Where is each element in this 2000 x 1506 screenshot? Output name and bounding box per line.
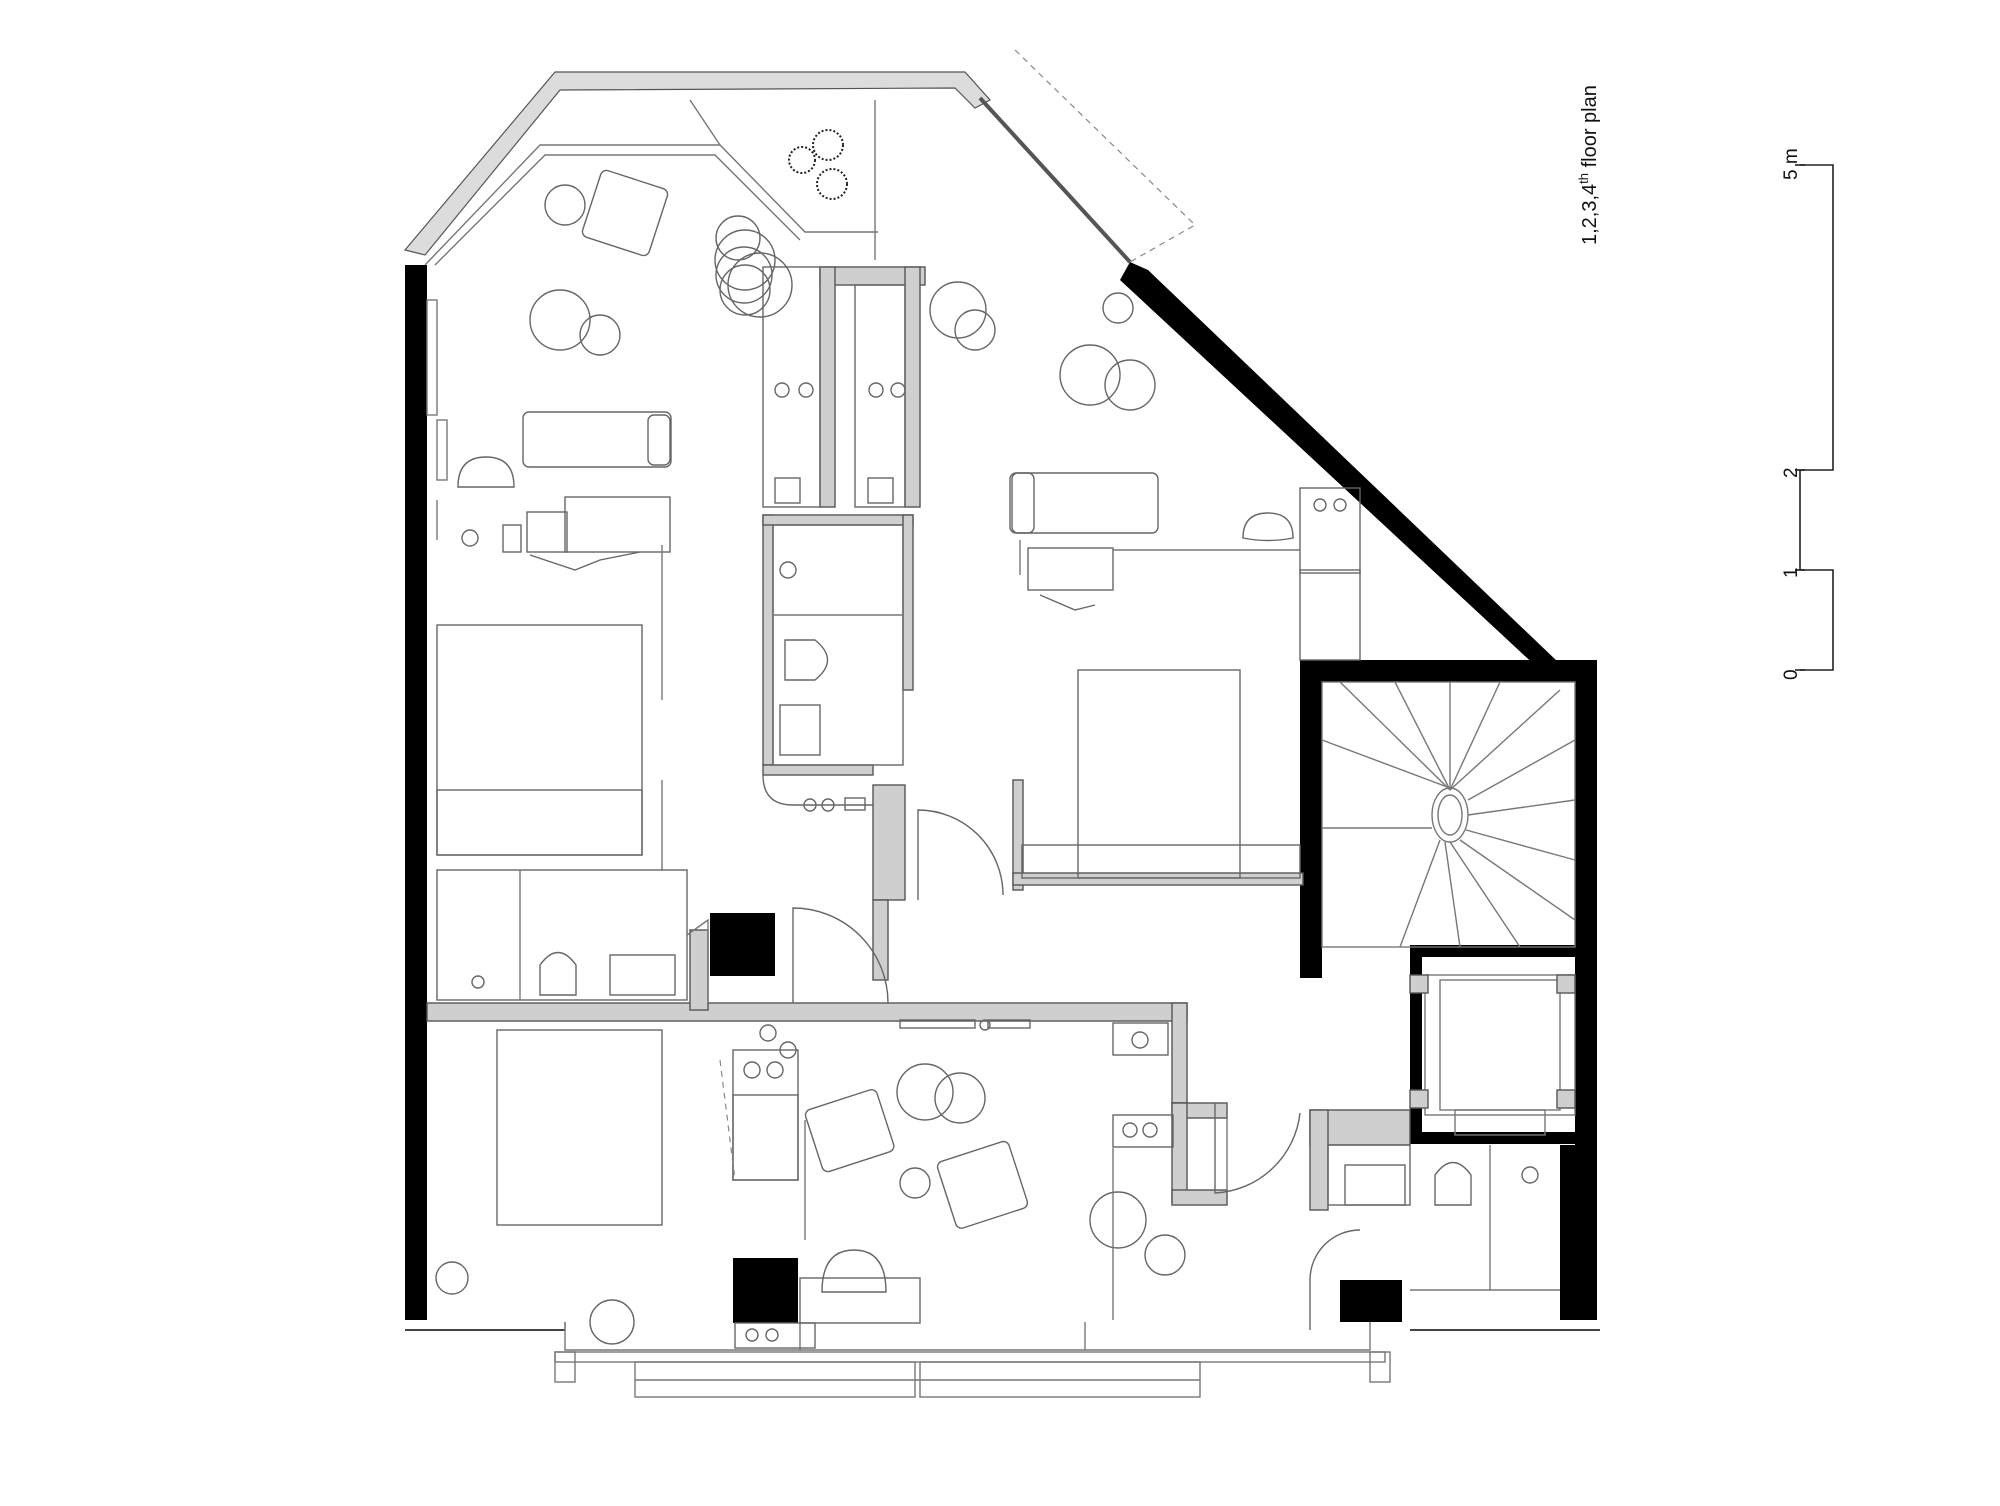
side-window <box>426 299 448 540</box>
sink-3 <box>1344 1164 1406 1206</box>
bedroom-1 <box>436 169 776 1003</box>
toilet-3 <box>1434 1161 1472 1206</box>
armchair-1 <box>581 169 669 257</box>
sofa-1 <box>522 411 672 468</box>
plan-title: 1,2,3,4th floor plan <box>1576 85 1601 245</box>
interior-partitions <box>426 266 1411 1211</box>
bedroom-2 <box>929 281 1361 879</box>
spiral-staircase <box>1321 681 1576 948</box>
chair-1 <box>457 456 515 488</box>
svg-text:1,2,3,4th floor plan: 1,2,3,4th floor plan <box>1576 85 1601 245</box>
desk-1 <box>564 496 671 553</box>
balcony <box>403 49 1196 266</box>
bath-1 <box>436 869 688 1001</box>
doors <box>792 809 1361 1330</box>
toilet-1 <box>539 951 577 996</box>
bed-2 <box>1077 669 1241 879</box>
scale-label-0: 0 <box>1781 669 1802 680</box>
bed-1 <box>436 624 643 856</box>
chair-2 <box>1242 512 1294 542</box>
kitchenettes <box>715 246 906 508</box>
armchair-3 <box>936 1140 1029 1229</box>
bed-3 <box>496 1029 663 1226</box>
scale-label-5m: 5 m <box>1781 148 1802 180</box>
bathroom-3 <box>1327 1144 1560 1291</box>
living-room <box>435 1019 1228 1349</box>
sink-2 <box>779 704 821 756</box>
central-bathroom <box>762 524 904 812</box>
plan-title-main: 1,2,3,4 <box>1579 184 1601 245</box>
sink-1 <box>609 954 676 996</box>
scale-label-2: 2 <box>1781 467 1802 478</box>
armchair-2 <box>804 1088 895 1173</box>
elevator <box>1409 974 1576 1136</box>
scale-label-1: 1 <box>1781 567 1802 578</box>
plan-title-sup: th <box>1576 173 1591 184</box>
front-windows <box>554 1322 1391 1398</box>
scale-bar: 0 1 2 5 m <box>1781 148 1834 680</box>
toilet-2 <box>784 639 829 681</box>
exterior-walls <box>405 262 1600 1331</box>
chair-3 <box>821 1249 887 1293</box>
plan-title-tail: floor plan <box>1579 85 1601 173</box>
plant-icon <box>788 129 848 200</box>
side-table-1 <box>544 184 586 226</box>
desk-2 <box>1027 547 1114 591</box>
sofa-2 <box>1009 472 1159 534</box>
desk-3 <box>799 1277 921 1324</box>
